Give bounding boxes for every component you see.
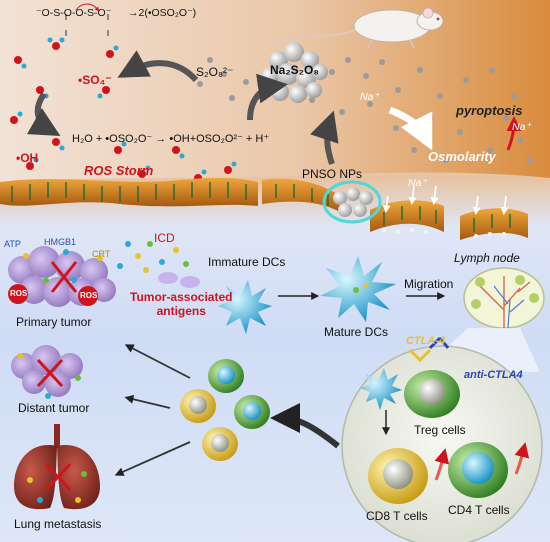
ros-dots — [10, 37, 237, 182]
effector-t-cells — [180, 359, 270, 461]
migration-label: Migration — [404, 277, 454, 291]
atp-label: ATP — [4, 239, 21, 249]
ros-marker-label-1: ROS — [10, 289, 28, 298]
immature-dc-cell — [218, 280, 272, 334]
dc-in-lymph-node — [360, 368, 402, 410]
sulfate-arrow — [117, 50, 199, 83]
lung-metastasis-label: Lung metastasis — [14, 517, 102, 531]
hmgb1-label: HMGB1 — [44, 237, 77, 247]
hydroxyl-arrow — [26, 92, 61, 136]
ros-storm-label: ROS Storm — [84, 163, 154, 178]
cd4-t-cells-label: CD4 T cells — [448, 503, 510, 517]
ctla4-antibody — [408, 336, 450, 363]
ros-marker-label-2: ROS — [80, 291, 98, 300]
treg-cell — [404, 370, 460, 418]
sodium-ion-label-2: Na⁺ — [512, 121, 531, 133]
primary-tumor-label: Primary tumor — [16, 315, 92, 329]
lymph-node — [463, 267, 545, 329]
to-distant-tumor-arrow — [124, 394, 171, 409]
pnso-nps-label: PNSO NPs — [302, 167, 363, 181]
distant-tumor-label: Distant tumor — [18, 401, 90, 415]
immature-dcs-label: Immature DCs — [208, 255, 286, 269]
mature-dc-cell — [320, 256, 396, 322]
crt-label: CRT — [92, 249, 111, 259]
hydroxyl-radical-label: •OH — [16, 151, 39, 165]
mature-dcs-label: Mature DCs — [324, 325, 389, 339]
pyroptosis-label: pyroptosis — [456, 103, 523, 118]
icd-label: ICD — [154, 231, 175, 245]
hydroxyl-reaction: H₂O + •OSO₂O⁻ → •OH+OSO₂O²⁻ + H⁺ — [72, 133, 270, 145]
persulfate-ion-label: S₂O₈²⁻ — [196, 65, 234, 79]
cd8-t-cells-label: CD8 T cells — [366, 509, 428, 523]
persulfate-formula: ⁻O-S-O-O-S-O⁻ — [36, 7, 112, 19]
distant-tumor-cluster — [11, 345, 83, 399]
lymph-to-effector-arrow — [270, 403, 340, 449]
cd8-t-cell — [368, 448, 428, 504]
lymph-node-label: Lymph node — [454, 251, 520, 265]
osmolarity-increase-arrow — [506, 116, 522, 151]
sodium-ion-label-1: Na⁺ — [360, 91, 379, 103]
ctla4-label: CTLA-4 — [406, 335, 446, 347]
cell-membrane — [0, 177, 528, 240]
tumor-antigens-label: Tumor-associated antigens — [130, 290, 233, 319]
to-lung-arrow — [114, 441, 191, 476]
salt-label: Na₂S₂O₈ — [270, 63, 319, 77]
osmolarity-arrow — [388, 106, 433, 151]
persulfate-structure — [65, 3, 109, 36]
treg-cells-label: Treg cells — [414, 423, 466, 437]
anti-ctla4-label: anti-CTLA4 — [464, 369, 523, 381]
sulfate-radical-label: •SO₄⁻ — [78, 73, 112, 87]
ion-inflow-arrows — [382, 185, 509, 216]
cd8-expansion-arrow — [434, 448, 450, 481]
sodium-ion-label-3: Na⁺ — [408, 177, 427, 189]
lung-illustration — [14, 424, 100, 510]
cd4-expansion-arrow — [514, 442, 530, 475]
osmolarity-label: Osmolarity — [428, 149, 496, 164]
dissolution-arrow — [247, 73, 288, 121]
cd4-t-cell — [448, 442, 508, 498]
np-release-arrow — [310, 110, 339, 165]
primary-tumor-cluster — [8, 246, 116, 307]
to-primary-tumor-arrow — [124, 344, 191, 379]
antigen-dots — [117, 241, 200, 288]
radical-product-formula: →2(•OSO₂O⁻) — [128, 7, 197, 19]
pnso-nanoparticles — [322, 180, 382, 224]
mouse-illustration — [269, 7, 444, 49]
